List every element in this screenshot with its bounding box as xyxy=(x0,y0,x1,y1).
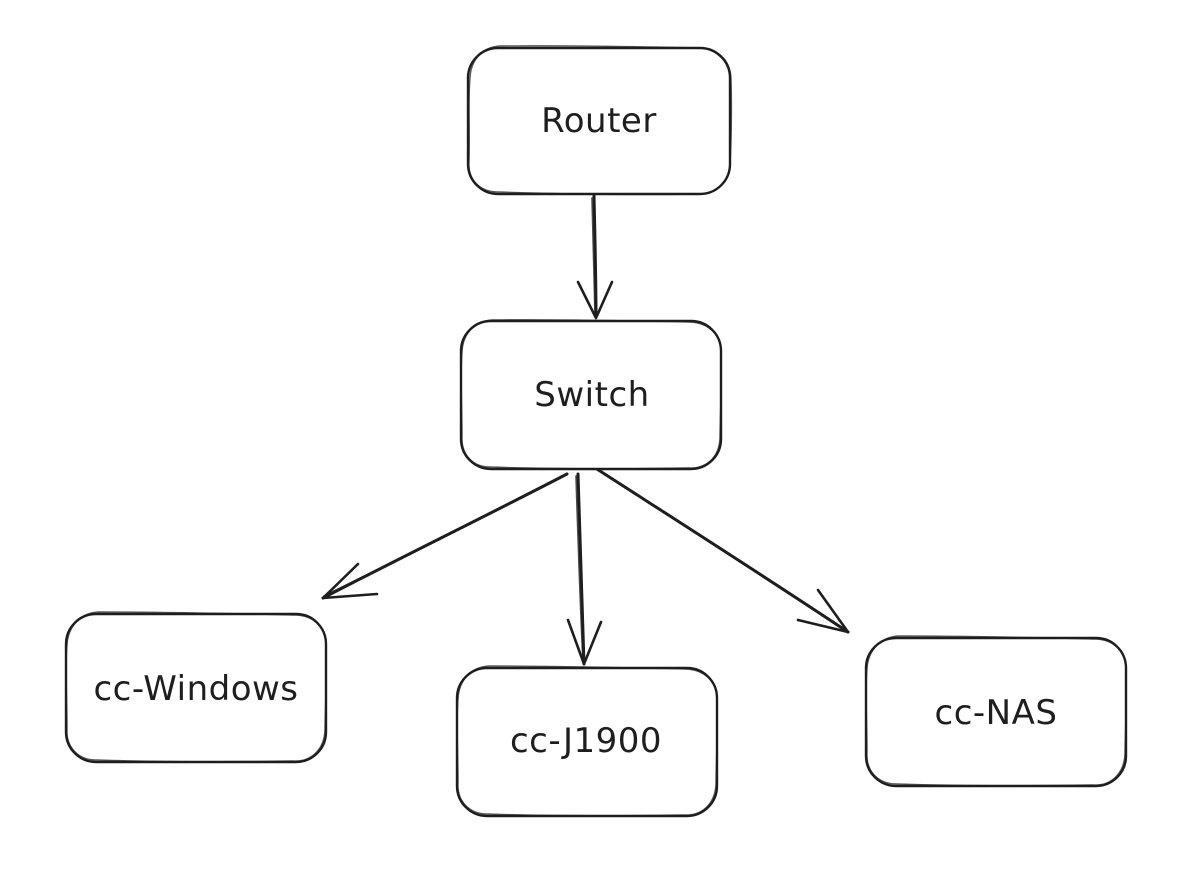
node-cc-j1900-box-sketch xyxy=(456,665,718,817)
edge-router-to-switch xyxy=(576,194,614,320)
node-cc-j1900[interactable]: cc-J1900 xyxy=(455,665,719,818)
edge-switch-nas-arrowhead xyxy=(796,588,850,634)
node-router-box-sketch xyxy=(468,45,733,196)
node-switch-box-sketch xyxy=(460,319,722,470)
node-switch-label: Switch xyxy=(534,375,649,415)
edge-switch-nas-line-sketch xyxy=(589,463,847,631)
edge-switch-j1900-line xyxy=(576,472,586,666)
edge-router-switch-arrowhead xyxy=(576,280,614,320)
node-cc-windows-box-sketch xyxy=(65,611,327,763)
edge-switch-j1900-arrowhead xyxy=(566,618,603,666)
node-switch[interactable]: Switch xyxy=(459,319,723,471)
node-cc-j1900-label: cc-J1900 xyxy=(510,721,662,761)
node-cc-windows[interactable]: cc-Windows xyxy=(64,611,328,764)
node-cc-nas-box-sketch xyxy=(865,635,1127,787)
edge-switch-to-j1900 xyxy=(566,472,603,666)
node-cc-nas-label: cc-NAS xyxy=(935,693,1058,733)
edge-switch-to-windows xyxy=(321,472,569,600)
edge-switch-to-nas xyxy=(584,460,850,634)
edge-switch-j1900-line-sketch xyxy=(575,475,584,663)
node-cc-windows-label: cc-Windows xyxy=(93,669,298,709)
node-router-label: Router xyxy=(541,101,657,141)
edge-router-switch-line-sketch xyxy=(591,197,596,315)
node-cc-nas[interactable]: cc-NAS xyxy=(864,635,1128,788)
edge-router-switch-line xyxy=(592,194,598,318)
node-router[interactable]: Router xyxy=(466,45,733,196)
edge-switch-windows-arrowhead xyxy=(321,562,379,600)
edge-switch-windows-line-sketch xyxy=(323,475,563,597)
